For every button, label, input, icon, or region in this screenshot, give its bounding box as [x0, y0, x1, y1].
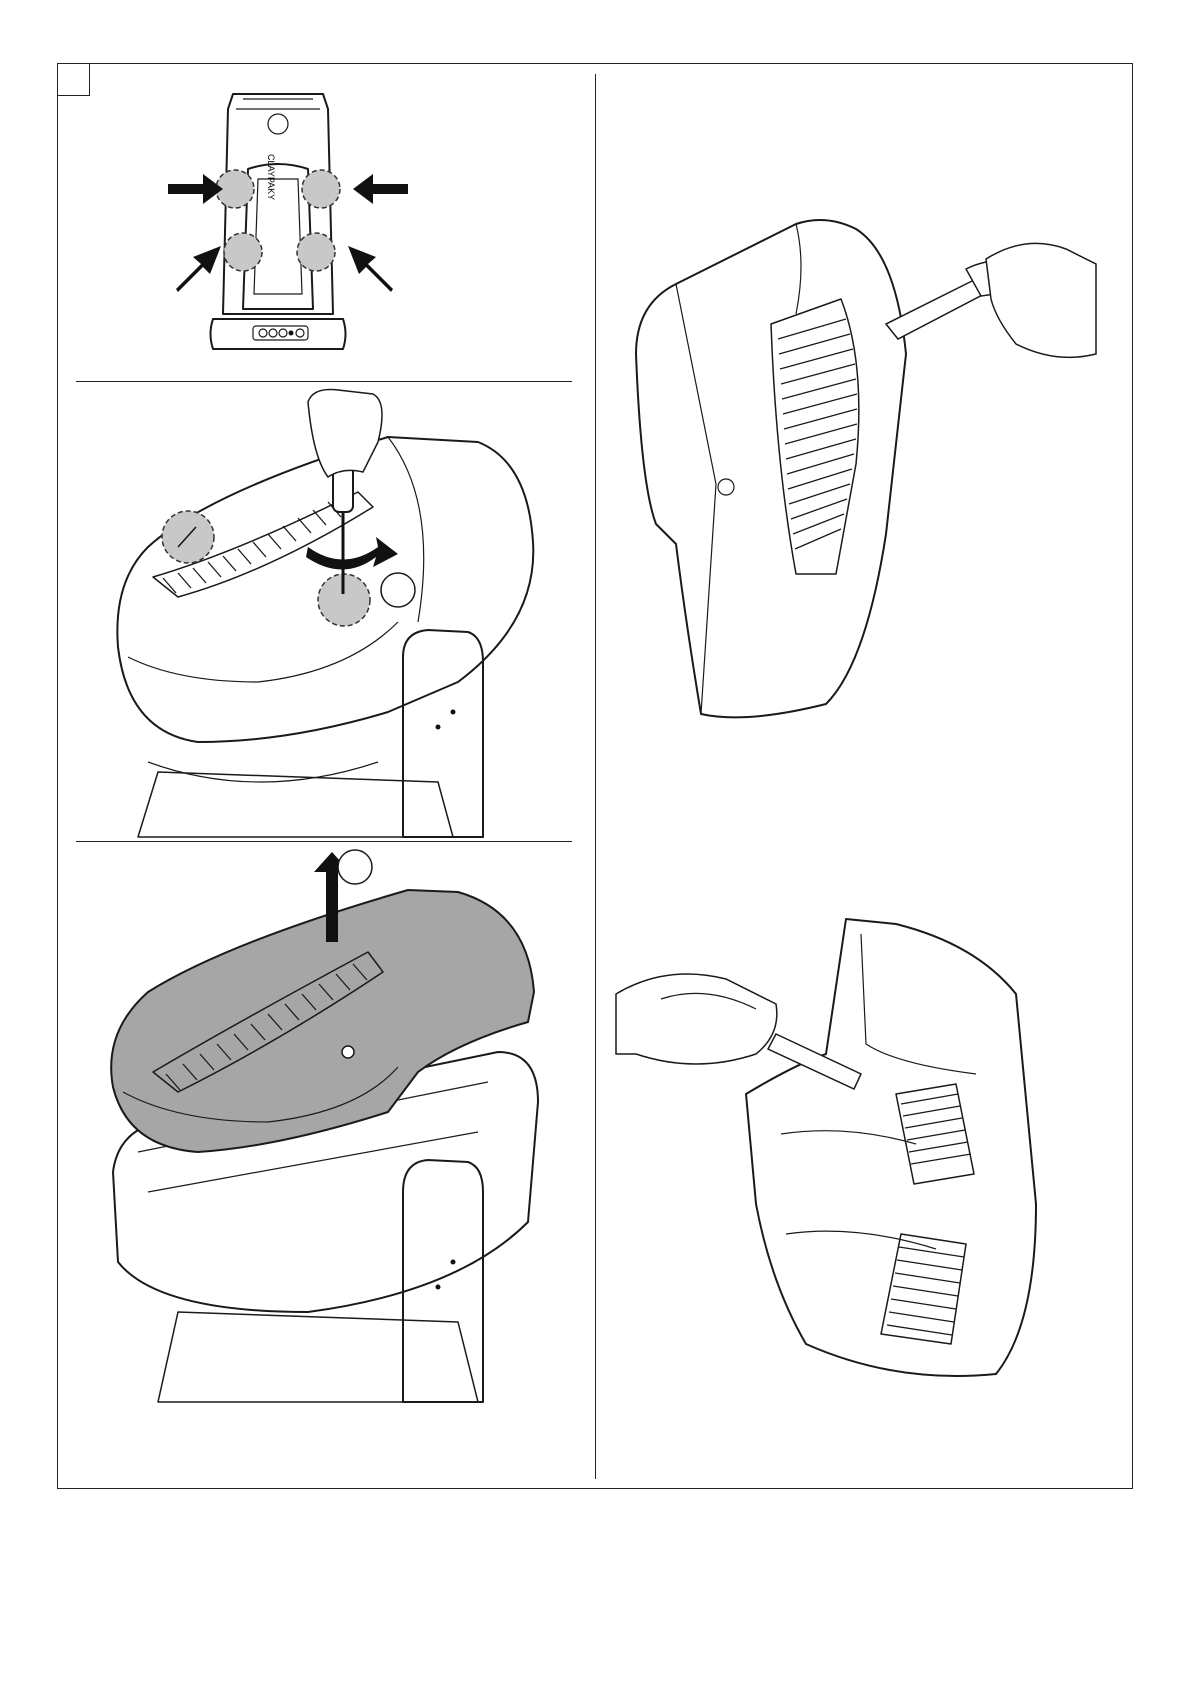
hand-icon-outside: [986, 243, 1096, 357]
step-number-badge-lift: [338, 850, 372, 884]
brush-tool-icon-inside: [768, 1034, 861, 1089]
hand-icon-inside: [616, 974, 777, 1064]
fixing-point-callouts: [216, 170, 340, 271]
panel-fixture-front-view: CLAYPAKY: [58, 64, 595, 381]
panel-clean-cover-inside: [596, 904, 1134, 1484]
rotation-arrow: [306, 537, 398, 570]
head-body-illustration: [117, 437, 533, 837]
cover-side-grille: [771, 299, 859, 574]
cover-inner-illustration: [746, 919, 1036, 1376]
support-arm-illustration: [403, 630, 483, 837]
step-number-badge: [381, 573, 415, 607]
panel-lift-cover: [58, 842, 595, 1482]
cover-outer-illustration: [636, 220, 906, 717]
hand-icon: [308, 390, 382, 478]
panel-clean-cover-outside: [596, 64, 1134, 764]
panel-loosen-screws: [58, 382, 595, 840]
figure-frame: CLAYPAKY: [57, 63, 1133, 1489]
cover-grey-illustration: [111, 890, 534, 1152]
inner-upper-grille: [896, 1084, 974, 1184]
moving-head-fixture-illustration: CLAYPAKY: [211, 94, 346, 349]
inner-lower-grille: [881, 1234, 966, 1344]
svg-text:CLAYPAKY: CLAYPAKY: [266, 154, 276, 200]
pointer-arrows: [168, 174, 408, 292]
